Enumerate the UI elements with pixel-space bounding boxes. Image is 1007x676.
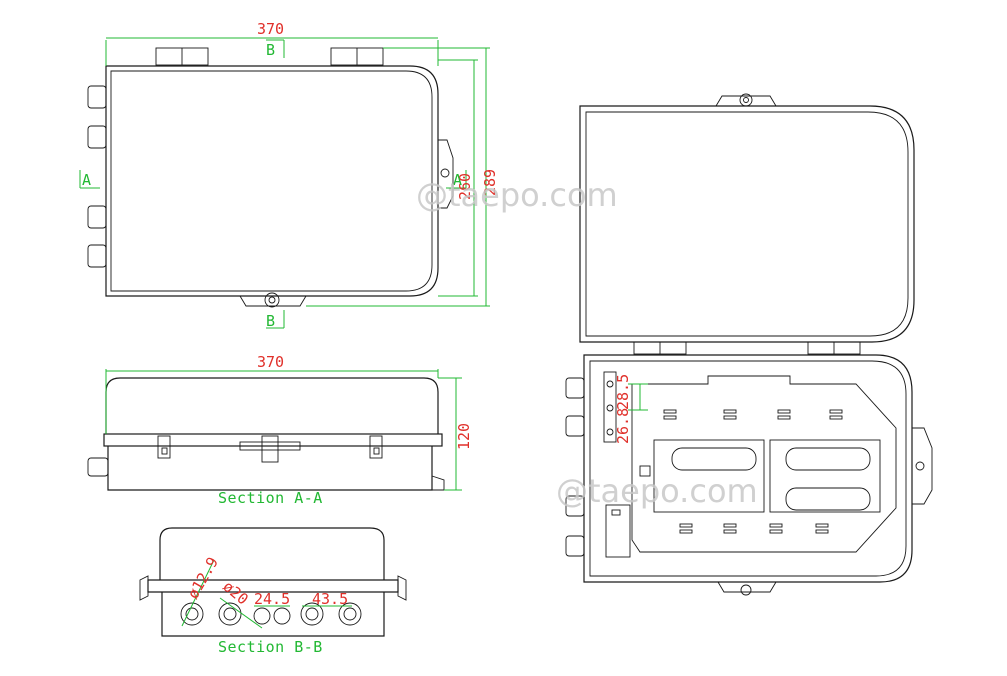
open-view-dim-b: 26.8 (614, 408, 632, 444)
section-bb-dim-d2: ø20 (219, 577, 251, 608)
section-aa-view (87, 369, 462, 491)
gland-4 (273, 607, 291, 625)
section-bb-dim-d1: ø12.9 (184, 554, 222, 602)
top-view (79, 37, 490, 329)
gland-3 (253, 607, 271, 625)
top-width-dim: 370 (257, 20, 284, 38)
section-mark-b-bottom: B (266, 312, 275, 330)
top-height-outer-dim: 289 (481, 169, 499, 196)
open-view-dim-a: 28.5 (614, 374, 632, 410)
section-mark-b-top: B (266, 41, 275, 59)
section-bb-dim-d3: 24.5 (254, 590, 290, 608)
section-aa-caption: Section A-A (218, 489, 323, 507)
open-view-lid (579, 93, 915, 355)
section-mark-a-left: A (82, 171, 91, 189)
gland-6 (338, 602, 362, 626)
section-bb-view (139, 527, 407, 637)
gland-1 (180, 602, 204, 626)
section-bb-dim-d4: 43.5 (312, 590, 348, 608)
section-aa-height-dim: 120 (455, 423, 473, 450)
watermark-bottom: @taepo.com (556, 472, 758, 510)
watermark-top: @taepo.com (416, 176, 618, 214)
section-bb-caption: Section B-B (218, 638, 323, 656)
section-aa-width-dim: 370 (257, 353, 284, 371)
open-view-base (565, 354, 933, 596)
gland-2 (218, 602, 242, 626)
top-height-inner-dim: 260 (456, 173, 474, 200)
section-mark-a-right: A (453, 171, 462, 189)
gland-5 (300, 602, 324, 626)
